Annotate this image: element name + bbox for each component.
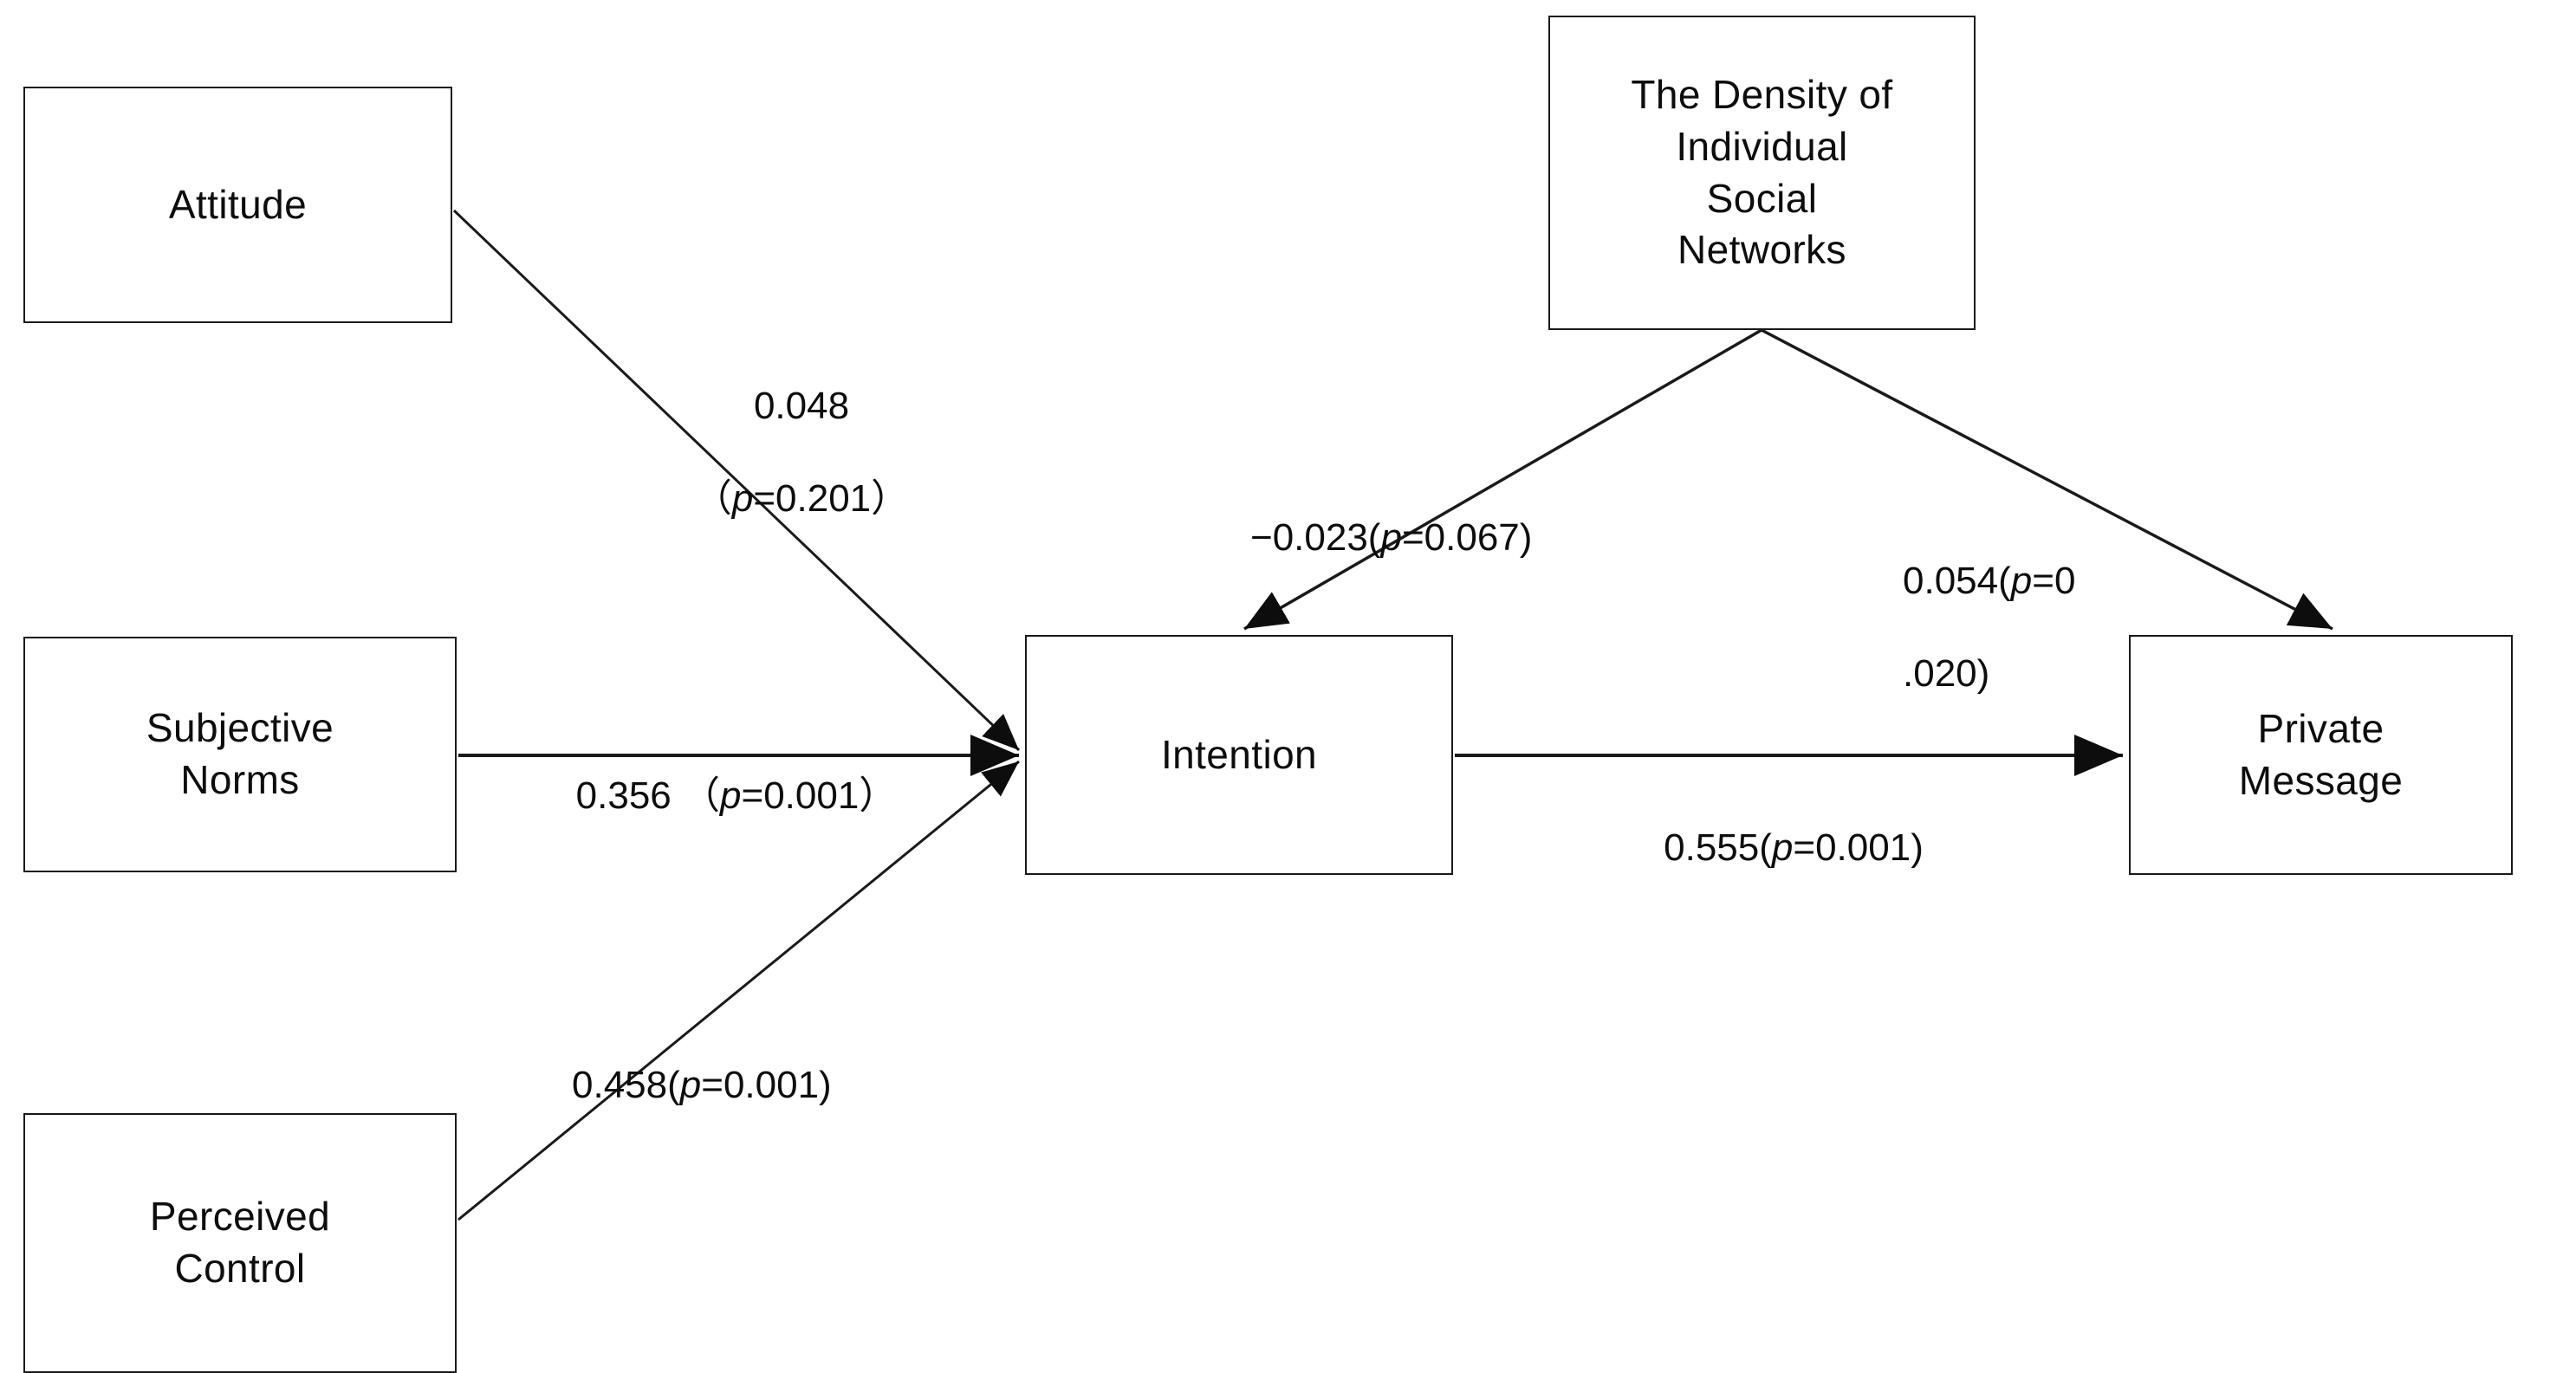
edge-label-subjective-norms-intention: 0.356 （p=0.001） [494, 726, 979, 819]
node-private-message[interactable]: Private Message [2129, 635, 2513, 875]
edge-label-attitude-intention-line1: 0.048 [753, 384, 850, 427]
node-subjective-norms-label: Subjective Norms [146, 705, 334, 802]
node-density-of-individual-social-networks[interactable]: The Density of Individual Social Network… [1548, 16, 1976, 330]
node-intention[interactable]: Intention [1025, 635, 1453, 875]
node-subjective-norms[interactable]: Subjective Norms [23, 637, 457, 872]
edge-label-density-private-message-line2: .020) [1903, 652, 1990, 696]
edge-label-density-intention: −0.023(p=0.067) [1250, 468, 1744, 560]
edge-label-density-private-message-line1: 0.054(p=0 [1903, 559, 2076, 602]
edge-label-subjective-norms-intention-line1: 0.356 （p=0.001） [575, 774, 898, 817]
node-attitude[interactable]: Attitude [23, 87, 452, 323]
edge-label-intention-private-message: 0.555(p=0.001) [1594, 778, 1993, 871]
edge-label-density-intention-line1: −0.023(p=0.067) [1250, 515, 1533, 559]
node-perceived-control[interactable]: Perceived Control [23, 1113, 457, 1373]
node-density-label: The Density of Individual Social Network… [1631, 71, 1893, 273]
edge-label-attitude-intention: 0.048 （p=0.201） [659, 336, 944, 522]
edge-label-perceived-control-intention-line1: 0.458(p=0.001) [572, 1063, 832, 1106]
node-private-message-label: Private Message [2238, 705, 2404, 803]
node-attitude-label: Attitude [168, 181, 308, 227]
edge-label-perceived-control-intention: 0.458(p=0.001) [572, 1015, 1040, 1108]
edge-label-density-private-message: 0.054(p=0 .020) [1903, 511, 2180, 697]
edge-label-intention-private-message-line1: 0.555(p=0.001) [1664, 826, 1924, 869]
node-perceived-control-label: Perceived Control [149, 1194, 331, 1291]
edge-perceived-control-intention [457, 760, 1020, 1221]
edge-label-attitude-intention-line2: （p=0.201） [693, 477, 910, 521]
node-intention-label: Intention [1160, 731, 1318, 777]
